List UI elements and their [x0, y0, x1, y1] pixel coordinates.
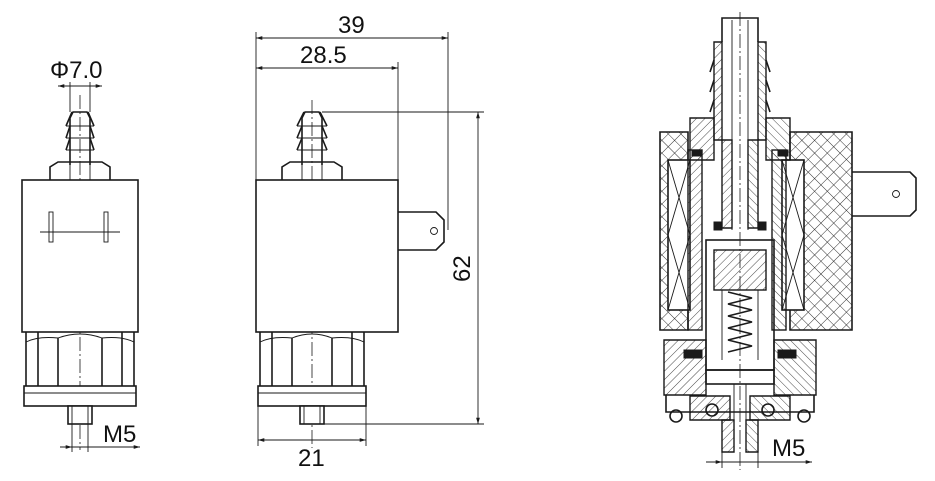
coil-width-label: 28.5 [300, 42, 347, 69]
overall-width-label: 39 [338, 12, 365, 39]
base-width-label: 21 [298, 445, 325, 472]
thread-left-label: M5 [103, 421, 136, 448]
hose-diameter-label: Φ7.0 [50, 57, 103, 84]
front-view: Φ7.0 M5 [21, 57, 140, 452]
overall-height-label: 62 [449, 255, 476, 282]
side-view: 39 28.5 62 21 [255, 12, 484, 472]
thread-section-label: M5 [772, 435, 805, 462]
section-view: M5 [659, 12, 917, 470]
